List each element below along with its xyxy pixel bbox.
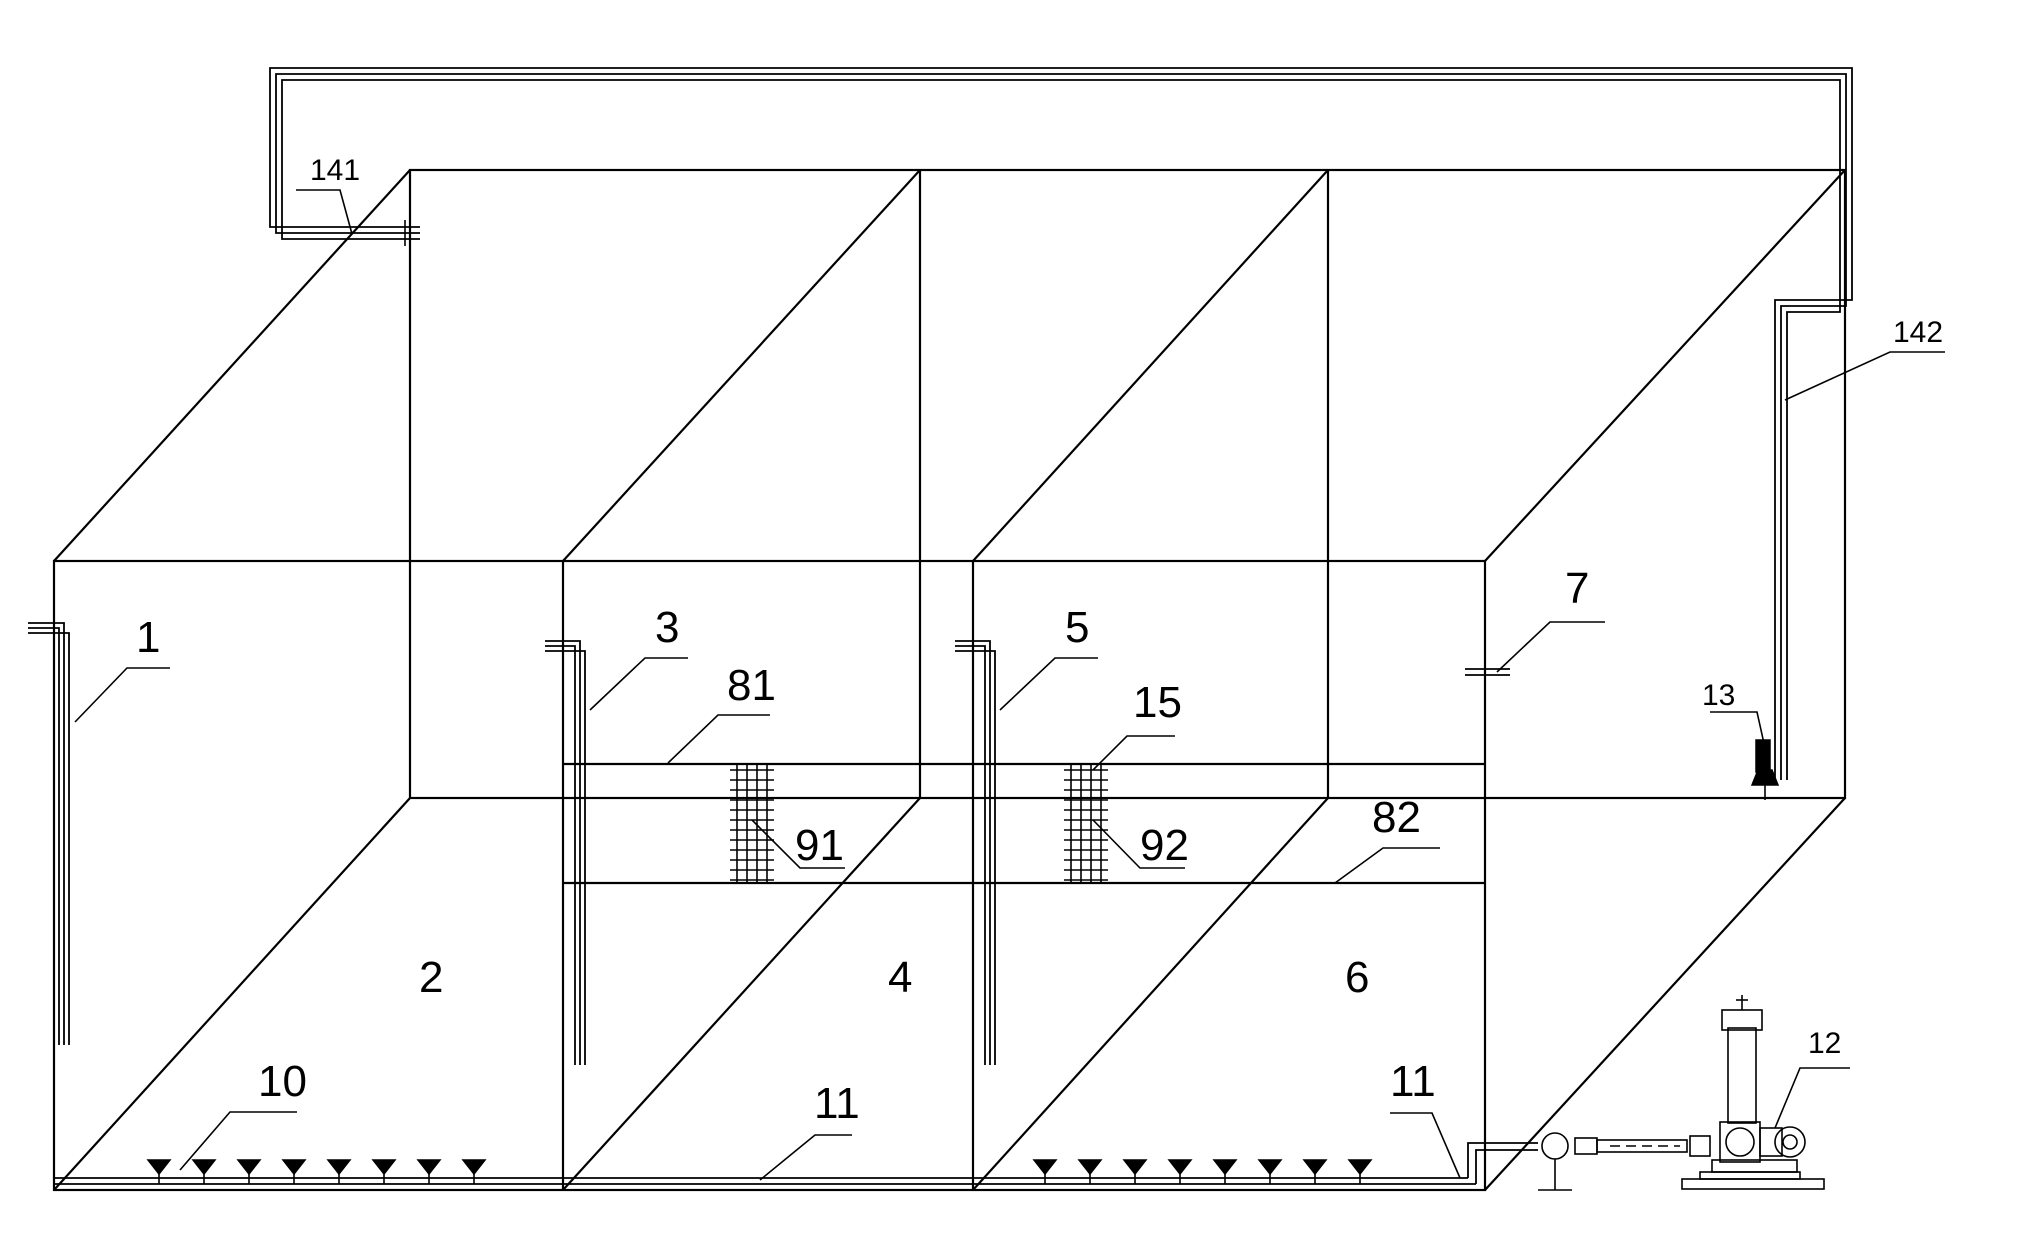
partition-walls	[561, 169, 1330, 1191]
leader-lines	[74, 189, 1945, 1181]
inlet-pipe-1	[28, 622, 70, 1045]
diffusers-right	[1032, 1159, 1373, 1184]
labels: 1 2 3 4 5 6 7 10 11 11 12 13 15 81 82 91…	[136, 154, 1943, 1128]
packing-92	[1064, 765, 1108, 883]
label-10: 10	[258, 1057, 307, 1106]
label-92: 92	[1140, 821, 1189, 870]
label-5: 5	[1065, 603, 1089, 652]
label-12: 12	[1808, 1027, 1841, 1060]
label-3: 3	[655, 603, 679, 652]
label-13: 13	[1702, 679, 1735, 712]
label-2: 2	[419, 953, 443, 1002]
blower-12	[1538, 995, 1825, 1191]
inlet-pipe-3	[545, 640, 586, 1065]
label-81: 81	[727, 661, 776, 710]
diffusers-left	[146, 1159, 487, 1184]
band-81-82	[563, 762, 1485, 885]
label-142: 142	[1893, 316, 1943, 349]
label-15: 15	[1133, 678, 1182, 727]
label-141: 141	[310, 154, 360, 187]
label-7: 7	[1565, 564, 1589, 613]
label-6: 6	[1345, 953, 1369, 1002]
label-91: 91	[795, 821, 844, 870]
label-4: 4	[888, 953, 912, 1002]
label-11-right: 11	[1390, 1057, 1436, 1106]
outlet-7	[1465, 668, 1510, 676]
label-1: 1	[136, 613, 160, 662]
packing-91	[730, 765, 774, 883]
aeration-pipe-11	[54, 1142, 1538, 1185]
return-pipe-14	[269, 67, 1853, 780]
tank-outline	[52, 168, 1847, 1192]
inlet-pipe-5	[955, 640, 996, 1065]
pump-13	[1750, 739, 1780, 800]
label-82: 82	[1372, 793, 1421, 842]
label-11-left: 11	[814, 1079, 860, 1128]
